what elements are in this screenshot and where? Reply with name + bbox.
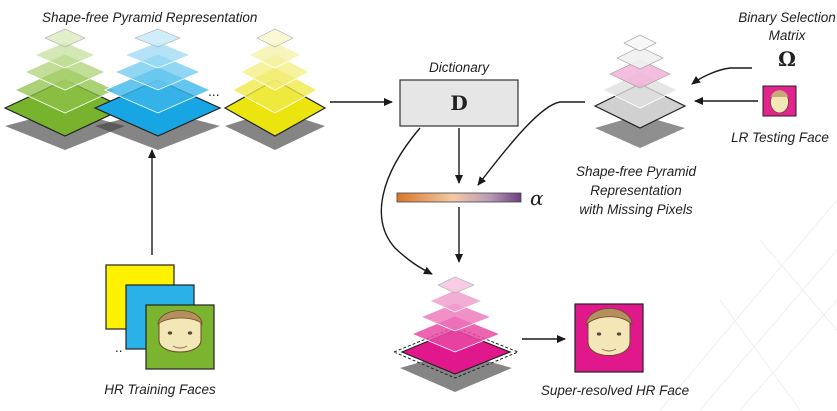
binary-selection-label-line1: Binary Selection [738, 10, 836, 25]
shape-free-pyramid-title: Shape-free Pyramid Representation [42, 10, 257, 25]
pyramid-yellow [223, 28, 327, 150]
pyramid-output [392, 276, 520, 392]
missing-pixels-label-line3: with Missing Pixels [579, 202, 693, 217]
arrow-omega-to-pyramid [691, 67, 752, 85]
super-resolved-label: Super-resolved HR Face [541, 383, 689, 398]
training-faces-ellipsis: .. [115, 340, 123, 355]
alpha-coefficient-bar [396, 192, 522, 203]
binary-selection-label-line2: Matrix [769, 28, 807, 43]
arrow-dictionary-to-output [380, 127, 433, 275]
dictionary-symbol: D [450, 91, 467, 115]
pyramids-ellipsis: ... [208, 83, 220, 99]
omega-symbol: Ω [778, 47, 796, 71]
dictionary-box: D [399, 79, 519, 127]
hr-training-faces-label: HR Training Faces [104, 382, 216, 397]
lr-testing-face [762, 85, 797, 117]
background-decoration [659, 199, 837, 411]
pyramid-blue [93, 28, 222, 150]
dictionary-label: Dictionary [429, 60, 490, 75]
missing-pixels-label-line2: Representation [590, 183, 682, 198]
pyramid-green [3, 28, 127, 150]
hr-training-faces [105, 264, 215, 370]
super-resolved-face [574, 303, 644, 373]
arrow-missing-to-alpha [477, 101, 585, 186]
lr-testing-face-label: LR Testing Face [731, 130, 829, 145]
face-icon [585, 308, 633, 356]
pyramid-missing-pixels [593, 34, 687, 148]
alpha-symbol: α [530, 186, 544, 210]
face-icon [157, 310, 203, 353]
missing-pixels-label-line1: Shape-free Pyramid [576, 164, 697, 179]
